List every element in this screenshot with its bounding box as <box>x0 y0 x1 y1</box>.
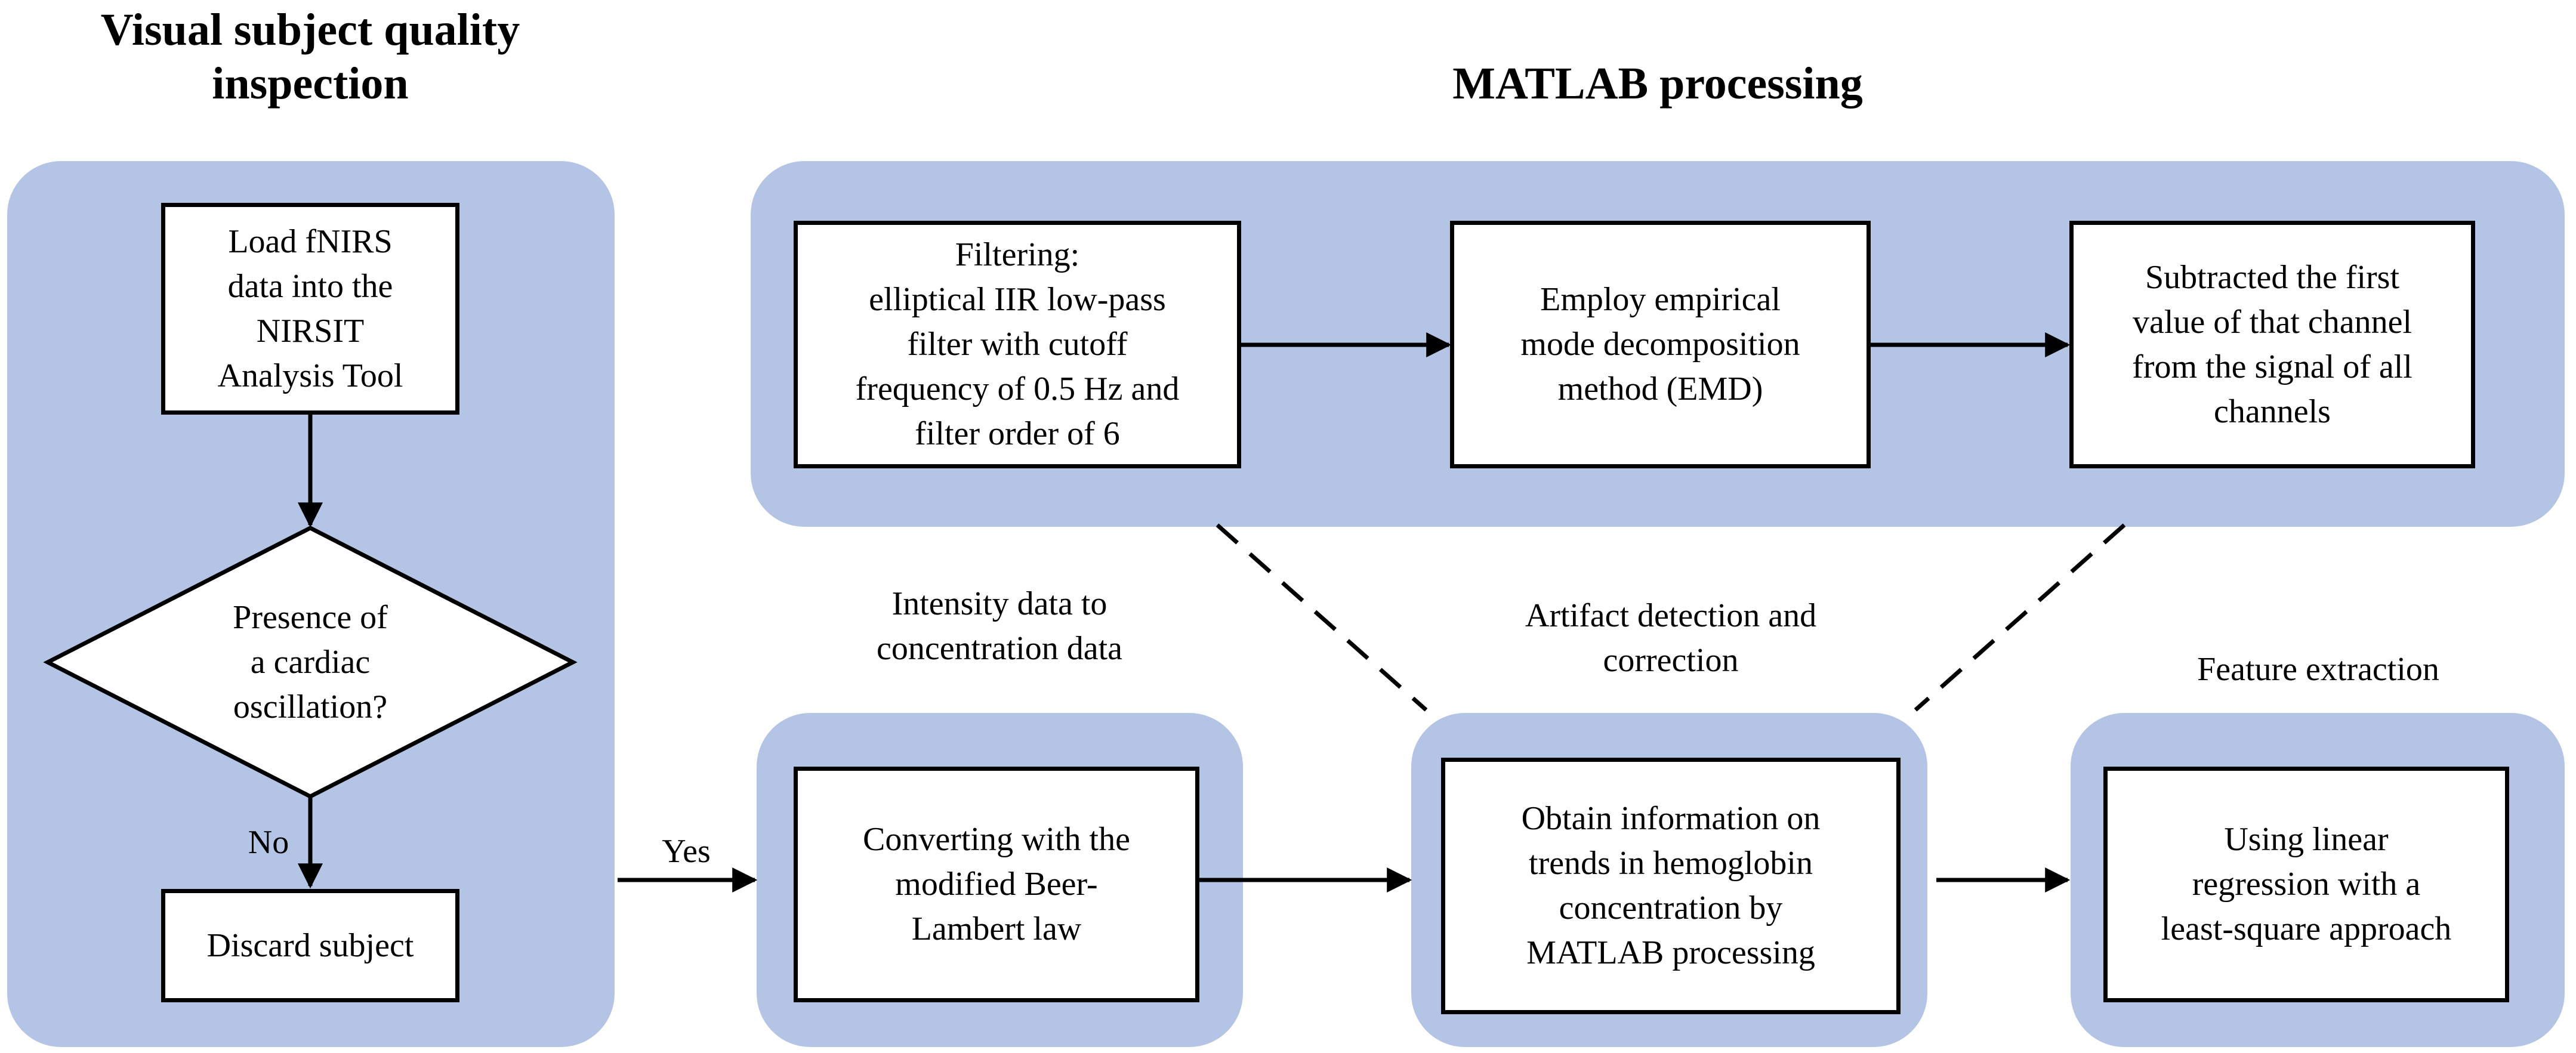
intensity-stage-label: Intensity data to concentration data <box>876 585 1122 667</box>
emd-box: Employ empirical mode decomposition meth… <box>1450 221 1871 468</box>
beer-lambert-box: Converting with the modified Beer- Lambe… <box>794 767 1199 1002</box>
load-data-box: Load fNIRS data into the NIRSIT Analysis… <box>161 203 459 415</box>
linear-regression-box: Using linear regression with a least-squ… <box>2103 767 2509 1002</box>
discard-subject-box: Discard subject <box>161 889 459 1002</box>
filtering-box: Filtering: elliptical IIR low-pass filte… <box>794 221 1241 468</box>
no-label: No <box>248 824 289 861</box>
artifact-stage-label: Artifact detection and correction <box>1525 597 1817 679</box>
dashed-line-right <box>1914 523 2126 712</box>
yes-label: Yes <box>662 833 711 870</box>
inspection-heading: Visual subject quality inspection <box>100 5 520 109</box>
feature-stage-label: Feature extraction <box>2197 651 2439 688</box>
hemoglobin-trends-box: Obtain information on trends in hemoglob… <box>1441 758 1901 1014</box>
matlab-heading: MATLAB processing <box>1452 58 1863 109</box>
decision-label: Presence of a cardiac oscillation? <box>233 598 388 725</box>
subtract-box: Subtracted the first value of that chann… <box>2069 221 2475 468</box>
dashed-line-left <box>1215 523 1428 712</box>
